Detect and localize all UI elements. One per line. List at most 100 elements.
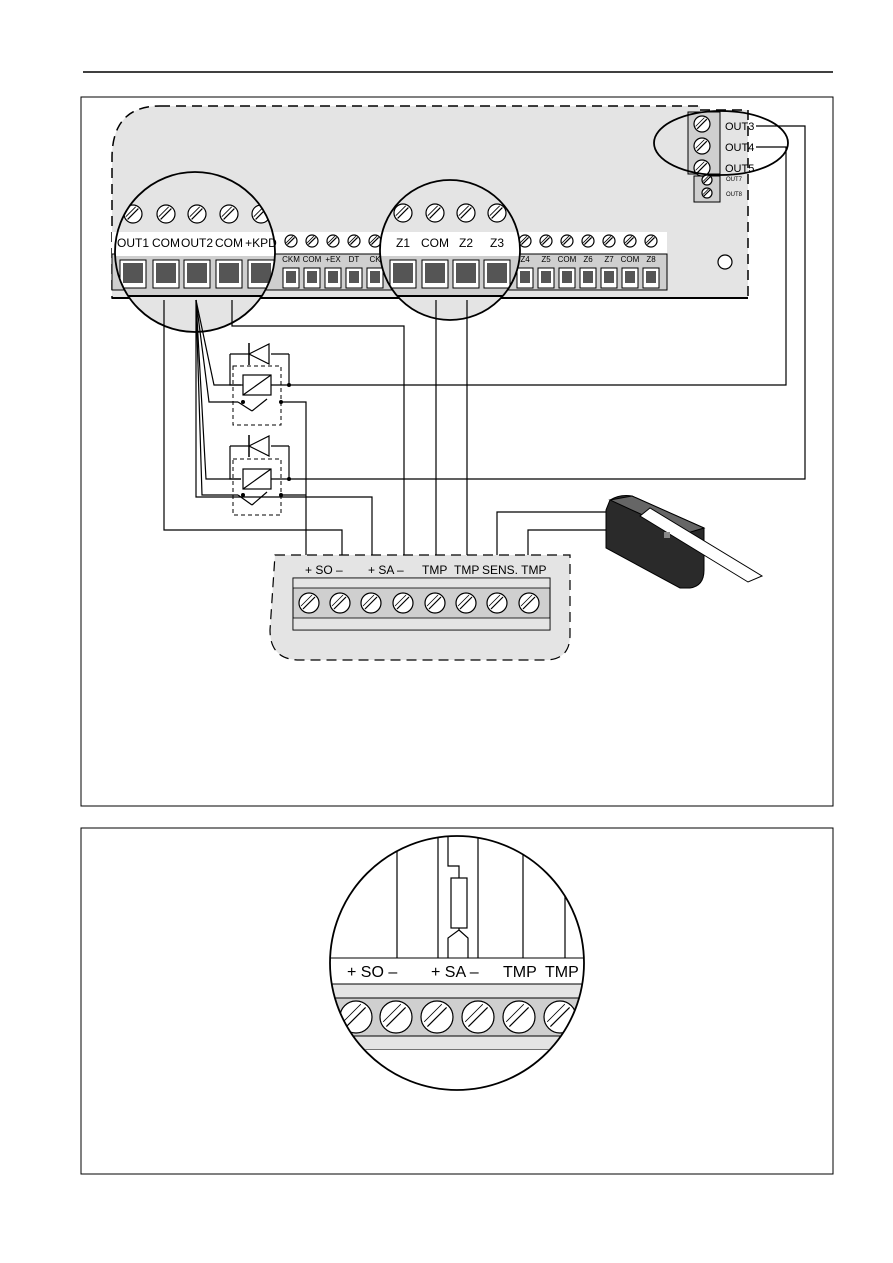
screw-icon	[393, 203, 413, 223]
screw-icon	[581, 234, 595, 248]
screw-icon	[644, 234, 658, 248]
main-terminal-label: COM	[152, 236, 180, 250]
relay-1	[229, 343, 291, 426]
socket-row-small	[282, 267, 660, 289]
screw-icon	[420, 1000, 454, 1034]
screw-icon	[339, 1000, 373, 1034]
tmp1-label: TMP	[422, 563, 447, 577]
screw-icon	[560, 234, 574, 248]
main-terminal-label: OUT1	[117, 236, 149, 250]
screw-icon	[602, 234, 616, 248]
screw-icon	[518, 592, 540, 614]
screw-icon	[486, 592, 508, 614]
zone-terminal-label: Z3	[490, 236, 504, 250]
detail-figure-frame	[80, 827, 834, 1175]
small-terminal-label: COM	[558, 255, 577, 264]
screw-icon	[298, 592, 320, 614]
terminal-socket	[483, 259, 511, 289]
screw-icon	[623, 234, 637, 248]
wiring	[163, 125, 806, 555]
zone-terminal-label: Z2	[459, 236, 473, 250]
screw-icon	[539, 234, 553, 248]
out3-label: OUT3	[725, 121, 754, 133]
top-figure-frame	[80, 96, 834, 807]
screw-icon	[518, 234, 532, 248]
screw-icon	[693, 159, 711, 177]
terminal-socket	[119, 259, 147, 289]
small-terminal-label: Z5	[541, 255, 551, 264]
screw-icon	[326, 234, 340, 248]
small-terminal-label: DT	[349, 255, 360, 264]
screw-icon	[347, 234, 361, 248]
small-terminal-label: +EX	[325, 255, 341, 264]
terminal-socket	[345, 267, 363, 289]
screw-icon	[487, 203, 507, 223]
screw-icon	[425, 203, 445, 223]
resistor-icon	[450, 877, 468, 929]
detail-magnifier: + SO – + SA – TMP TMP	[329, 835, 585, 1091]
terminal-socket	[537, 267, 555, 289]
small-terminal-label: Z4	[520, 255, 530, 264]
screw-icon	[456, 203, 476, 223]
screw-icon	[284, 234, 298, 248]
terminal-socket	[421, 259, 449, 289]
terminal-socket	[642, 267, 660, 289]
main-terminal-label: +KPD	[245, 236, 277, 250]
screw-icon	[187, 204, 207, 224]
small-terminal-label: COM	[303, 255, 322, 264]
sa-label: + SA –	[368, 563, 404, 577]
detail-tmp2-label: TMP	[545, 964, 579, 981]
screw-icon	[329, 592, 351, 614]
diode-icon	[247, 435, 270, 457]
small-terminal-labels-right: Z4 Z5 COM Z6 Z7 COM Z8	[520, 255, 656, 264]
screw-icon	[455, 592, 477, 614]
detail-sa-label: + SA –	[431, 964, 479, 981]
small-terminal-label: COM	[621, 255, 640, 264]
small-terminal-label: Z6	[583, 255, 593, 264]
terminal-socket	[558, 267, 576, 289]
small-terminal-label: CK	[369, 255, 381, 264]
small-terminal-label: Z7	[604, 255, 614, 264]
detail-so-label: + SO –	[347, 964, 397, 981]
screw-icon	[392, 592, 414, 614]
detail-tmp1-label: TMP	[503, 964, 537, 981]
screw-icon	[379, 1000, 413, 1034]
terminal-socket	[600, 267, 618, 289]
screw-icon	[368, 234, 382, 248]
main-terminal-label: OUT2	[181, 236, 213, 250]
screw-icon	[693, 115, 711, 133]
screw-icon	[156, 204, 176, 224]
main-terminal-label: COM	[215, 236, 243, 250]
terminal-socket	[282, 267, 300, 289]
zone-terminal-label: COM	[421, 236, 449, 250]
terminal-socket	[215, 259, 243, 289]
terminal-socket	[303, 267, 321, 289]
screw-icon	[219, 204, 239, 224]
terminal-socket	[579, 267, 597, 289]
screw-icon	[360, 592, 382, 614]
screw-icon	[305, 234, 319, 248]
screw-icon	[424, 592, 446, 614]
screw-icon	[701, 187, 713, 199]
relay-2	[229, 435, 291, 516]
terminal-socket	[389, 259, 417, 289]
out8-label: OUT8	[726, 192, 743, 198]
terminal-socket	[516, 267, 534, 289]
sens-tmp-label: SENS. TMP	[482, 563, 546, 577]
output-terminal-block: OUT3 OUT4 OUT5 OUT7 OUT8	[653, 110, 789, 203]
zone-terminal-label: Z1	[396, 236, 410, 250]
terminal-socket	[366, 267, 384, 289]
so-label: + SO –	[305, 563, 343, 577]
diode-icon	[247, 343, 270, 365]
tmp2-label: TMP	[454, 563, 479, 577]
terminal-socket	[621, 267, 639, 289]
magnifier-zones: Z1 COM Z2 Z3	[379, 179, 521, 321]
small-terminal-label: CKM	[282, 255, 300, 264]
siren-terminal-block: + SO – + SA – TMP TMP SENS. TMP	[269, 554, 571, 661]
terminal-socket	[152, 259, 180, 289]
small-terminal-label: Z8	[646, 255, 656, 264]
out7-label: OUT7	[726, 177, 743, 183]
